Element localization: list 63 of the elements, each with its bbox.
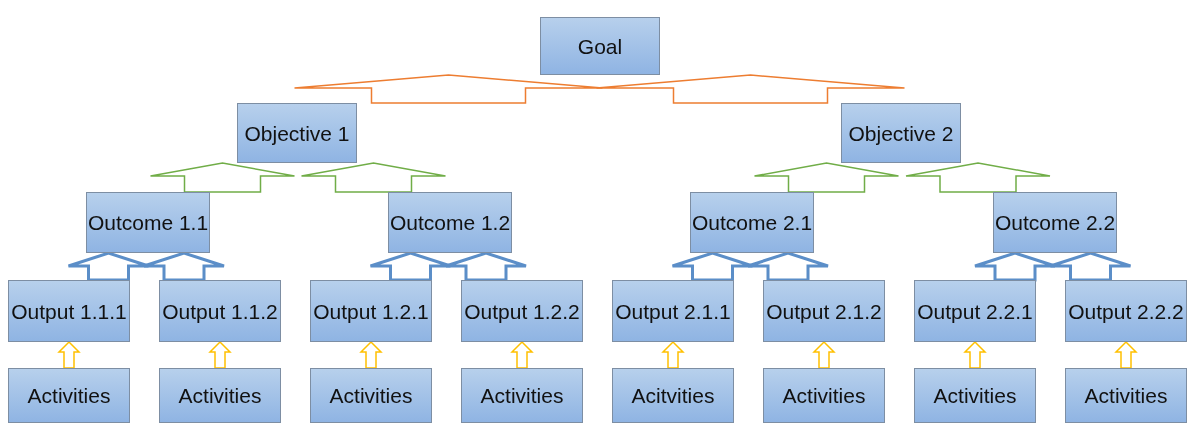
process-box	[993, 192, 1117, 253]
box-label: Activities	[1084, 383, 1168, 408]
process-box	[388, 192, 512, 253]
box-label: Goal	[577, 33, 623, 59]
box-label: Output 2.2.2	[1068, 298, 1184, 324]
process-box	[763, 368, 885, 423]
box-label: Outcome 2.1	[691, 210, 813, 235]
process-box	[763, 280, 885, 342]
box-label: Objective 2	[848, 120, 954, 146]
process-box	[1065, 368, 1187, 423]
process-box	[612, 368, 734, 423]
block-arrow	[661, 340, 685, 369]
box-label: Outcome 2.2	[994, 210, 1116, 235]
block-arrow	[595, 74, 906, 104]
box-label: Output 1.1.1	[11, 298, 127, 324]
process-box	[8, 280, 130, 342]
box-label: Output 1.2.2	[464, 298, 580, 324]
box-label: Output 2.1.1	[615, 298, 731, 324]
block-arrow	[510, 340, 534, 369]
process-box	[310, 280, 432, 342]
process-box	[461, 280, 583, 342]
process-box	[690, 192, 814, 253]
process-box	[159, 368, 281, 423]
box-label: Activities	[178, 383, 262, 408]
block-arrow	[905, 162, 1051, 193]
box-label: Outcome 1.2	[389, 210, 511, 235]
box-label: Activities	[480, 383, 564, 408]
box-label: Output 2.2.1	[917, 298, 1033, 324]
box-label: Activities	[27, 383, 111, 408]
process-box	[540, 17, 660, 75]
block-arrow	[149, 162, 296, 193]
block-arrow	[300, 162, 447, 193]
process-box	[914, 280, 1036, 342]
block-arrow	[142, 251, 226, 282]
process-box	[914, 368, 1036, 423]
process-box	[237, 103, 357, 163]
box-label: Output 1.2.1	[313, 298, 429, 324]
process-box	[1065, 280, 1187, 342]
process-box	[8, 368, 130, 423]
process-box	[86, 192, 210, 253]
process-box	[159, 280, 281, 342]
process-box	[461, 368, 583, 423]
box-label: Activities	[782, 383, 866, 408]
block-arrow	[746, 251, 830, 282]
box-label: Output 1.1.2	[162, 298, 278, 324]
block-arrow	[57, 340, 81, 369]
block-arrow	[208, 340, 232, 369]
box-label: Activities	[329, 383, 413, 408]
box-label: Output 2.1.2	[766, 298, 882, 324]
block-arrow	[753, 162, 900, 193]
block-arrow	[963, 340, 987, 369]
process-box	[310, 368, 432, 423]
box-label: Outcome 1.1	[87, 210, 209, 235]
block-arrow	[812, 340, 836, 369]
block-arrow	[1114, 340, 1138, 369]
process-box	[841, 103, 961, 163]
box-label: Activities	[933, 383, 1017, 408]
block-arrow	[444, 251, 528, 282]
box-label: Acitvities	[631, 383, 715, 408]
box-label: Objective 1	[244, 120, 350, 146]
process-box	[612, 280, 734, 342]
block-arrow	[1049, 251, 1132, 282]
block-arrow	[359, 340, 383, 369]
